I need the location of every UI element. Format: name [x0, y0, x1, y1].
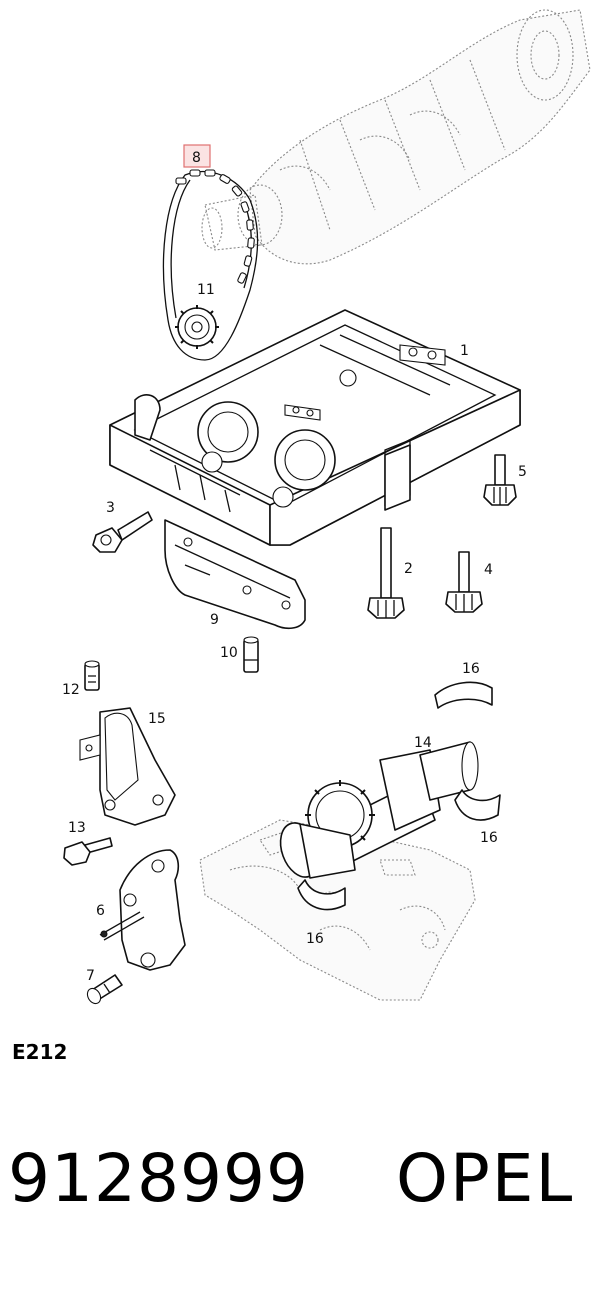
callout-16-top[interactable]: 16 [462, 661, 480, 677]
screw-12[interactable] [84, 660, 100, 691]
timing-chain[interactable] [162, 169, 259, 361]
bearing-shell-bottom[interactable] [297, 879, 346, 911]
callout-4[interactable]: 4 [484, 562, 493, 578]
bolt-3[interactable] [92, 511, 153, 553]
balance-shaft-housing[interactable] [109, 309, 521, 546]
callout-labels: 8 11 1 5 3 2 4 9 10 12 15 16 14 13 16 6 … [62, 144, 527, 984]
callout-6[interactable]: 6 [96, 903, 105, 919]
callout-14[interactable]: 14 [414, 735, 432, 751]
bolt-13[interactable] [63, 837, 113, 866]
bolt-4[interactable] [445, 551, 483, 613]
bearing-shell-top[interactable] [434, 681, 493, 709]
callout-13[interactable]: 13 [68, 820, 86, 836]
callout-7[interactable]: 7 [86, 968, 95, 984]
exploded-parts-diagram: 8 11 1 5 3 2 4 9 10 12 15 16 14 13 16 6 … [62, 9, 591, 1006]
part-number: 9128999 [8, 1140, 309, 1217]
callout-9[interactable]: 9 [210, 612, 219, 628]
callout-10[interactable]: 10 [220, 645, 238, 661]
screw-10[interactable] [243, 636, 259, 673]
callout-16-bottom[interactable]: 16 [306, 931, 324, 947]
callout-5[interactable]: 5 [518, 464, 527, 480]
callout-1[interactable]: 1 [460, 343, 469, 359]
chain-guide[interactable] [79, 707, 176, 826]
lower-housing[interactable] [164, 519, 306, 630]
screw-7[interactable] [85, 974, 123, 1006]
brand-name: OPEL [396, 1140, 575, 1217]
callout-16-right[interactable]: 16 [480, 830, 498, 846]
bearing-shell-right[interactable] [454, 789, 501, 821]
chain-sprocket[interactable] [175, 305, 219, 349]
diagram-code: E212 [12, 1040, 68, 1064]
crankshaft-ghost [201, 9, 591, 265]
callout-11[interactable]: 11 [197, 282, 215, 298]
callout-3[interactable]: 3 [106, 500, 115, 516]
callout-8[interactable]: 8 [192, 150, 201, 166]
callout-12[interactable]: 12 [62, 682, 80, 698]
bolt-2[interactable] [367, 527, 405, 619]
bolt-5[interactable] [483, 454, 517, 506]
chain-tensioner[interactable] [99, 849, 186, 971]
callout-2[interactable]: 2 [404, 561, 413, 577]
callout-8-highlight [183, 144, 211, 168]
callout-15[interactable]: 15 [148, 711, 166, 727]
balance-shaft[interactable] [274, 741, 479, 882]
